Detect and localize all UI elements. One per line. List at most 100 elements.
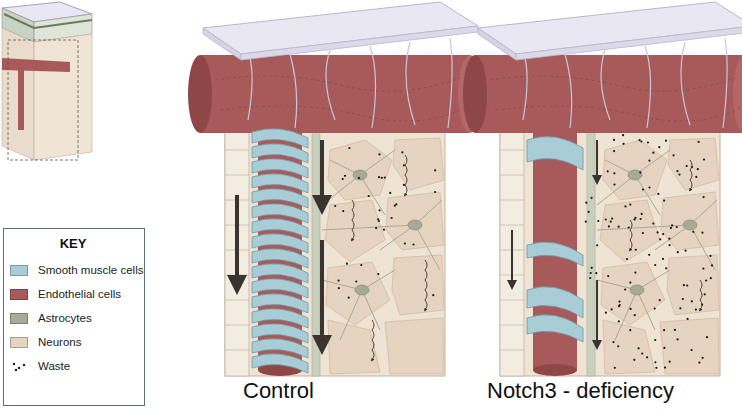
waste-dot [597,220,599,222]
waste-dot [613,150,615,152]
waste-dot [695,309,697,311]
waste-dot [612,341,614,343]
waste-dot [686,284,688,286]
waste-dot [659,238,661,240]
waste-dot [703,196,705,198]
legend-text: Astrocytes [38,312,92,324]
waste-dot [634,217,636,219]
waste-dot [683,284,685,286]
waste-dot [678,174,680,176]
waste-dot [613,183,615,185]
smooth-muscle-band [252,354,308,373]
waste-dot [674,329,676,331]
waste-dot [605,218,607,220]
waste-dot [657,193,659,195]
waste-dot [685,250,687,252]
waste-dot [629,329,631,331]
waste-dot [379,209,381,211]
waste-dot [368,195,370,197]
clearance-arrow [372,320,374,360]
overview-block [2,2,92,160]
waste-dot [608,225,610,227]
waste-dot [15,368,17,370]
waste-dot [629,204,631,206]
waste-dot [344,175,346,177]
waste-dot [348,147,350,149]
waste-dot [641,213,643,215]
waste-dot [348,297,350,299]
waste-dot [671,224,673,226]
waste-dot [676,170,678,172]
waste-dot [622,134,624,136]
waste-dot [647,141,649,143]
legend-row: Neurons [10,336,81,348]
waste-dot [698,362,700,364]
waste-dot [701,232,703,234]
waste-dot [669,244,671,246]
waste-dot [432,294,434,296]
waste-dot [662,233,664,235]
waste-dot [634,272,636,274]
waste-dot [619,304,621,306]
waste-dot [607,170,609,172]
waste-dot [623,143,625,145]
waste-dot [677,251,679,253]
waste-dot [434,169,436,171]
clearance-arrow [425,260,427,310]
legend-swatch [10,313,28,324]
waste-dot [654,361,656,363]
waste-dot [617,345,619,347]
waste-dot [613,139,615,141]
waste-dot [611,218,613,220]
legend-text: Waste [38,360,70,372]
waste-dot [682,298,684,300]
legend-row: Smooth muscle cells [10,264,143,276]
waste-dot [676,226,678,228]
waste-dot [664,367,666,369]
waste-dot [391,217,393,219]
panel-label: Control [243,378,314,404]
waste-dot [703,159,705,161]
waste-dot [377,273,379,275]
clearance-arrow [690,160,692,190]
waste-dot [704,293,706,295]
waste-dot [589,277,591,279]
notch3-panel [463,2,742,376]
waste-dot [663,329,665,331]
waste-dot [338,287,340,289]
waste-dot [648,160,650,162]
waste-dot [642,188,644,190]
waste-dot [658,146,660,148]
waste-dot [665,267,667,269]
waste-dot [588,211,590,213]
waste-dot [698,141,700,143]
waste-dot [378,176,380,178]
waste-dot [646,356,648,358]
waste-dot [652,152,654,154]
waste-dot [618,320,620,322]
clearance-arrow [700,280,702,310]
waste-dot [673,154,675,156]
control-panel [188,2,482,376]
waste-dot [630,308,632,310]
waste-dot [641,353,643,355]
waste-dot [611,308,613,310]
legend-swatch [10,265,28,276]
waste-dot [13,362,15,364]
waste-dot [655,367,657,369]
waste-dot [618,301,620,303]
waste-dot [668,238,670,240]
waste-dot [697,168,699,170]
waste-dot [614,367,616,369]
waste-dot [590,272,592,274]
waste-dot [401,151,403,153]
waste-dot [618,226,620,228]
waste-dot [711,264,713,266]
waste-dot [596,244,598,246]
waste-dot [607,275,609,277]
clearance-arrow [630,220,632,250]
waste-dot [652,223,654,225]
waste-dot [702,268,704,270]
waste-dot [595,272,597,274]
legend-text: Endothelial cells [38,288,121,300]
